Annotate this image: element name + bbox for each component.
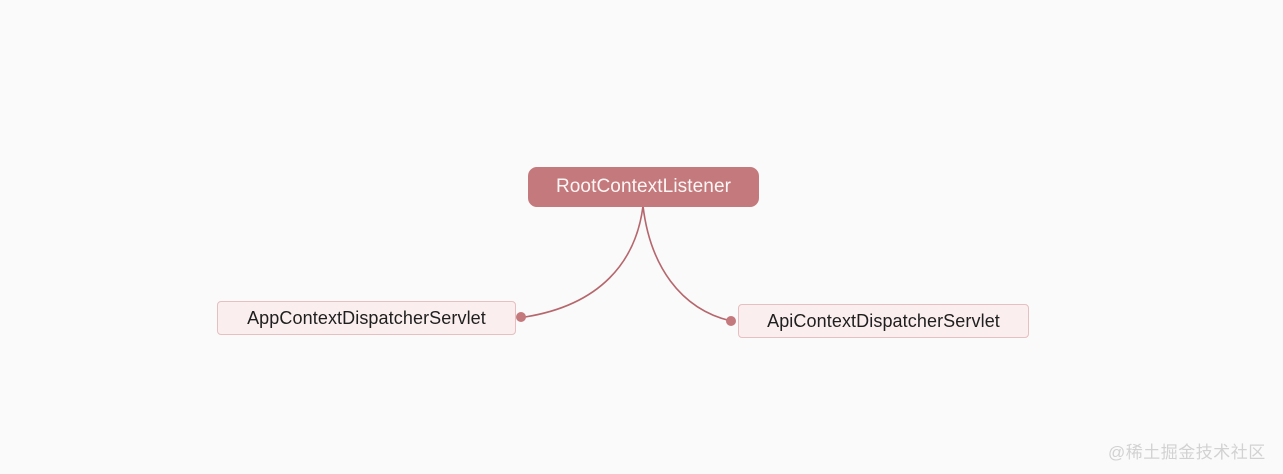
node-child-label: ApiContextDispatcherServlet bbox=[767, 310, 1000, 331]
node-child-label: AppContextDispatcherServlet bbox=[247, 307, 486, 328]
node-app-context-dispatcher-servlet[interactable]: AppContextDispatcherServlet bbox=[217, 301, 516, 335]
connector-root-to-app-context bbox=[524, 205, 644, 318]
node-root-context-listener[interactable]: RootContextListener bbox=[528, 167, 759, 207]
connector-endpoint-dot-left bbox=[516, 312, 526, 322]
node-root-label: RootContextListener bbox=[555, 176, 732, 197]
connector-endpoint-dot-right bbox=[726, 316, 736, 326]
connector-root-to-api-context bbox=[642, 205, 732, 322]
watermark: @稀土掘金技术社区 bbox=[1108, 443, 1266, 462]
node-api-context-dispatcher-servlet[interactable]: ApiContextDispatcherServlet bbox=[738, 304, 1029, 338]
